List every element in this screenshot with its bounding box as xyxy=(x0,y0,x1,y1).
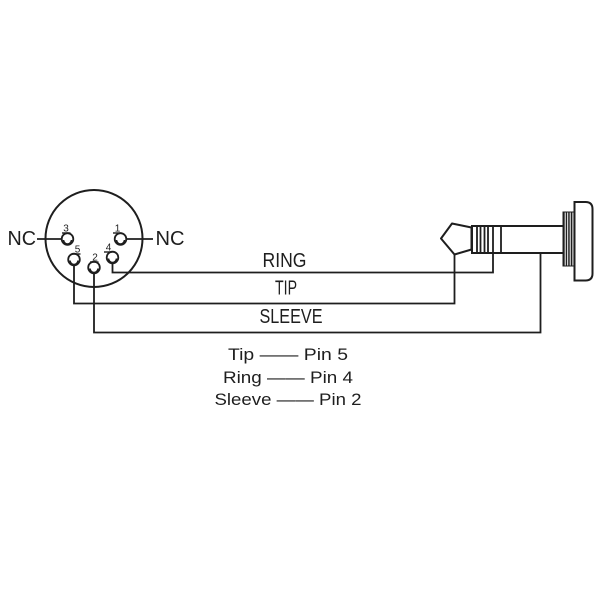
ring-wire-label: RING xyxy=(263,250,307,272)
sleeve-wire xyxy=(93,252,542,334)
legend-row-ring: Ring —— Pin 4 xyxy=(223,368,353,387)
pin-3-number: 3 xyxy=(63,224,69,235)
pin-3-cup-arc xyxy=(62,239,73,245)
pin-5-cup-arc xyxy=(69,260,79,266)
trs-plug xyxy=(440,201,594,282)
pin-4-cup-arc xyxy=(107,258,118,264)
pin-4-number: 4 xyxy=(106,243,112,254)
din-pin-3: 3 xyxy=(60,224,75,246)
tip-wire-label: TIP xyxy=(275,278,297,300)
nc-label-right: NC xyxy=(156,228,185,250)
wire-labels: RING TIP SLEEVE xyxy=(260,250,323,328)
pin-1-cup-arc xyxy=(115,239,126,245)
legend-row-tip: Tip —— Pin 5 xyxy=(228,345,348,364)
din-pin-2: 2 xyxy=(87,253,101,275)
trs-plug-ring-bands xyxy=(476,227,502,252)
pin-2-number: 2 xyxy=(92,253,98,264)
nc-label-left: NC xyxy=(8,228,37,250)
din-pin-5: 5 xyxy=(67,245,81,267)
din-pin-1: 1 xyxy=(113,224,128,246)
pin-2-cup-arc xyxy=(89,268,99,274)
din-pin-4: 4 xyxy=(104,243,120,265)
trs-plug-knurl xyxy=(562,211,576,267)
pin-1-number: 1 xyxy=(115,224,121,235)
trs-plug-barrel xyxy=(471,225,565,254)
pin-map-legend: Tip —— Pin 5 Ring —— Pin 4 Sleeve —— Pin… xyxy=(215,345,362,409)
pin-5-number: 5 xyxy=(75,245,81,256)
din-connector: NC NC 3 1 5 2 xyxy=(8,189,185,288)
ring-wire xyxy=(111,252,494,274)
legend-row-sleeve: Sleeve —— Pin 2 xyxy=(215,390,362,409)
trs-plug-tip xyxy=(440,222,473,256)
sleeve-wire-label: SLEEVE xyxy=(260,306,323,328)
trs-plug-knurl-body xyxy=(562,211,576,267)
trs-plug-cap xyxy=(573,201,594,282)
